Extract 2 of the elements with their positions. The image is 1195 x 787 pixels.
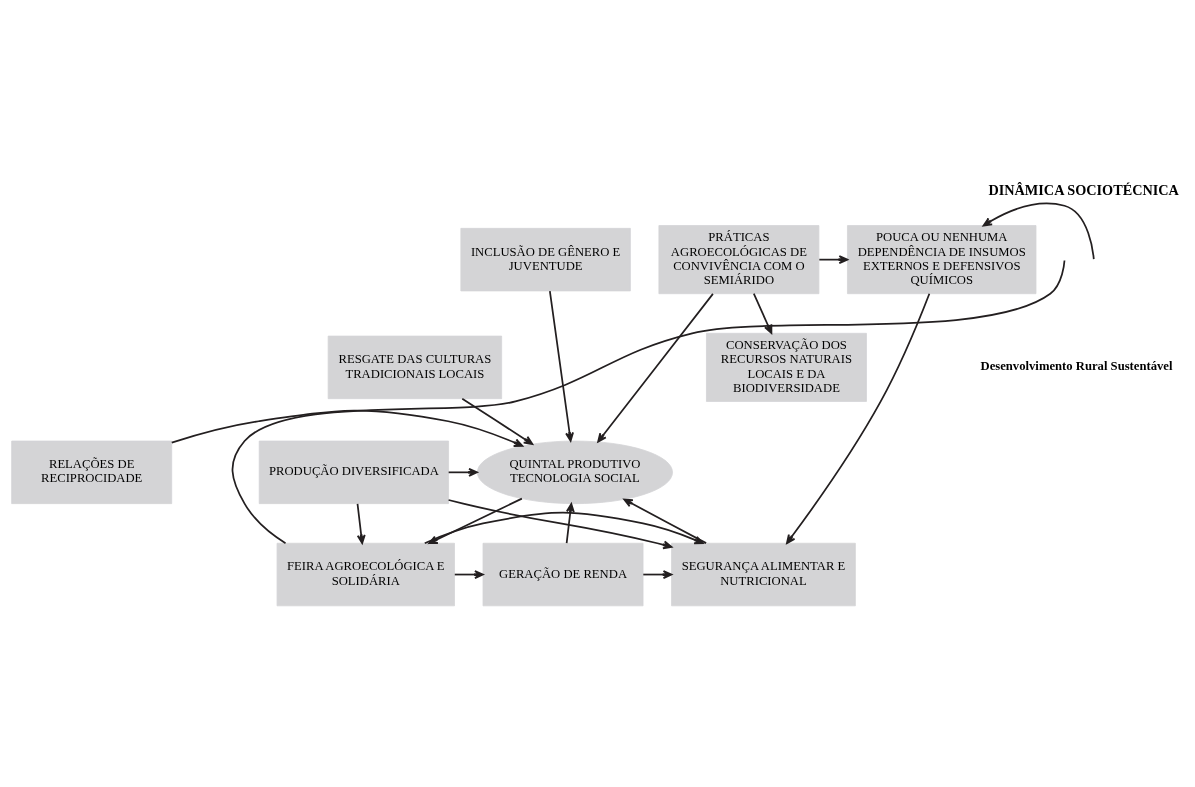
diagram-title: DINÂMICA SOCIOTÉCNICA bbox=[988, 181, 1179, 198]
label: Desenvolvimento Rural Sustentável bbox=[980, 358, 1173, 373]
